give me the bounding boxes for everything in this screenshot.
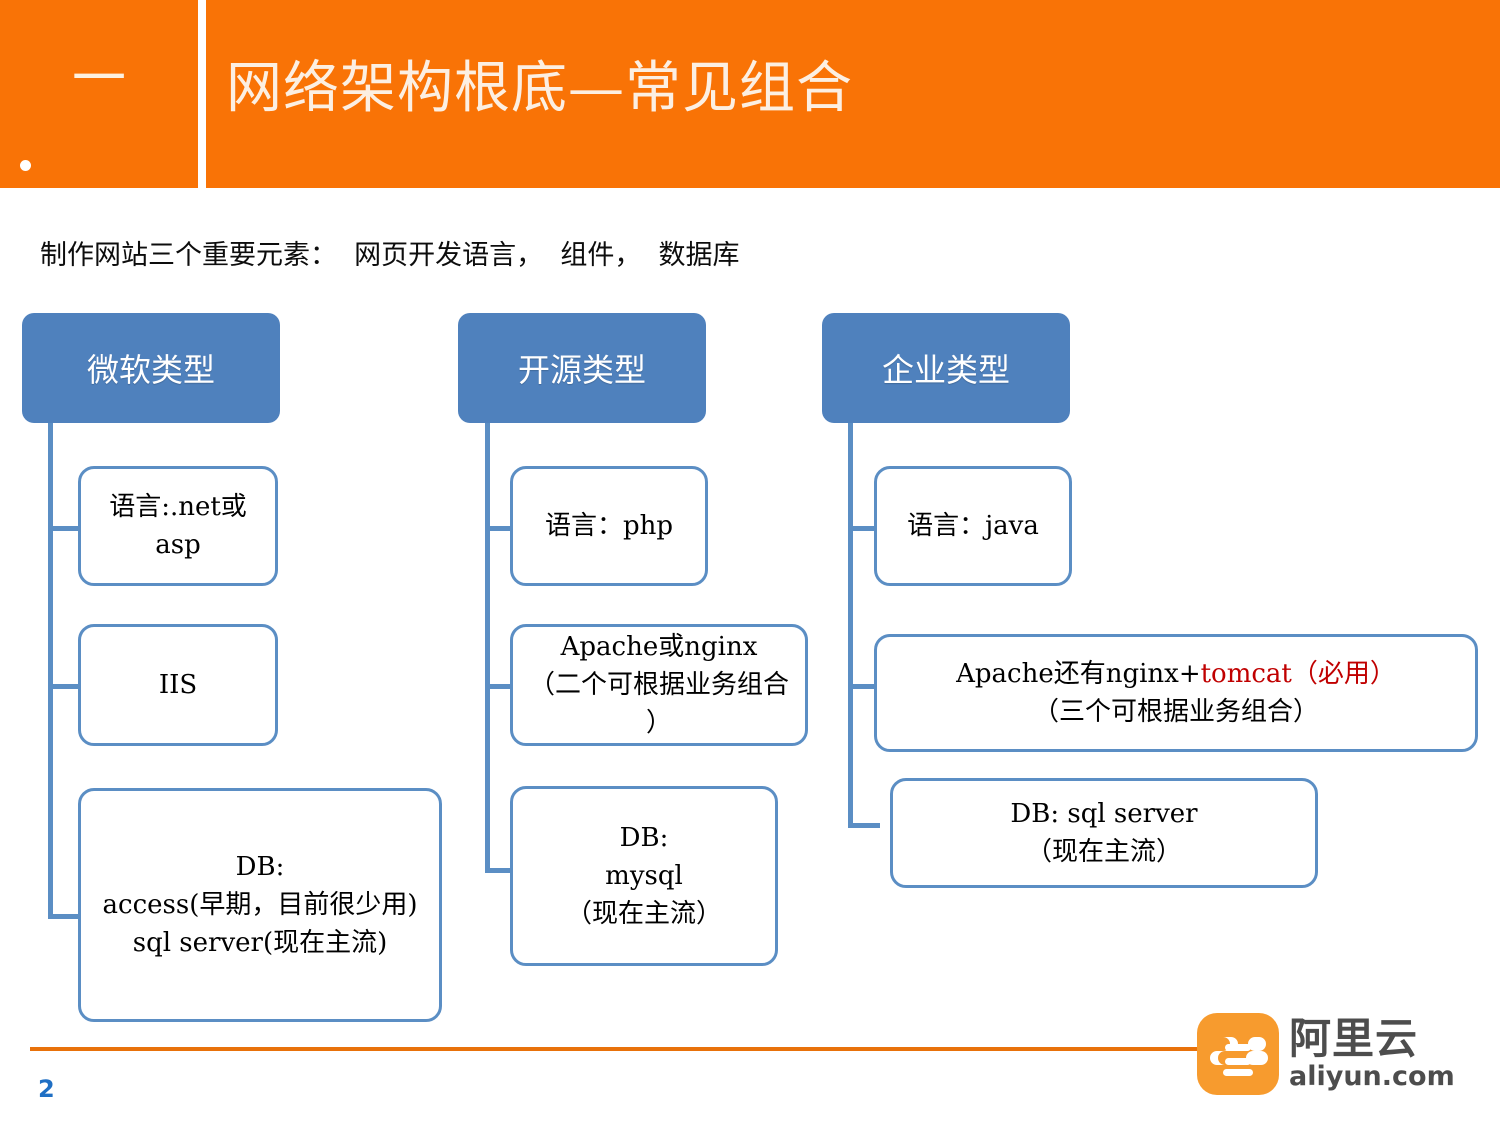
node-line: asp [155, 530, 201, 560]
node-line-rich: Apache还有nginx+tomcat（必用） [883, 655, 1469, 693]
connector-branch-col2-1 [485, 526, 517, 531]
node-line: ） [645, 708, 672, 738]
node-col3-webserver[interactable]: Apache还有nginx+tomcat（必用） （三个可根据业务组合） [874, 634, 1478, 752]
connector-branch-col3-3 [848, 823, 880, 828]
node-line: （现在主流） [1025, 837, 1182, 867]
node-line: IIS [158, 670, 198, 700]
column-header-microsoft[interactable]: 微软类型 [22, 313, 280, 423]
footer-rule [30, 1047, 1470, 1051]
node-line-plain: Apache还有nginx+ [956, 659, 1201, 689]
column-header-enterprise[interactable]: 企业类型 [822, 313, 1070, 423]
connector-branch-col1-1 [48, 526, 84, 531]
node-col1-database[interactable]: DB: access(早期，目前很少用) sql server(现在主流) [78, 788, 442, 1022]
node-line: sql server(现在主流) [132, 928, 388, 958]
node-col1-webserver[interactable]: IIS [78, 624, 278, 746]
aliyun-cloud-icon [1197, 1013, 1279, 1095]
page-title: 网络架构根底—常见组合 [226, 56, 853, 121]
node-col3-database[interactable]: DB: sql server （现在主流） [890, 778, 1318, 888]
bullet-dot-icon [20, 160, 31, 171]
aliyun-logo-en: aliyun.com [1289, 1061, 1455, 1092]
page-number: 2 [38, 1075, 55, 1103]
node-line: access(早期，目前很少用) [102, 890, 418, 920]
aliyun-logo-cn: 阿里云 [1289, 1014, 1419, 1063]
connector-branch-col3-2 [848, 684, 880, 689]
connector-branch-col3-1 [848, 526, 880, 531]
connector-branch-col1-2 [48, 684, 84, 689]
node-line: （现在主流） [565, 899, 722, 929]
node-line: 语言:.net或 [109, 492, 247, 522]
node-line: （三个可根据业务组合） [1032, 697, 1319, 727]
column-header-opensource[interactable]: 开源类型 [458, 313, 706, 423]
subtitle-text: 制作网站三个重要元素： 网页开发语言， 组件， 数据库 [40, 240, 740, 271]
node-line: （二个可根据业务组合 [528, 670, 789, 700]
header-title-block [206, 0, 1500, 188]
connector-branch-col1-3 [48, 914, 84, 919]
node-line: 语言：java [907, 511, 1039, 541]
node-col2-database[interactable]: DB: mysql （现在主流） [510, 786, 778, 966]
node-line: DB: [619, 823, 669, 853]
column-header-label: 微软类型 [86, 351, 215, 389]
node-line: 语言：php [544, 511, 674, 541]
connector-branch-col2-3 [485, 868, 517, 873]
aliyun-logo: 阿里云 aliyun.com [1197, 1008, 1487, 1100]
connector-trunk-col2 [485, 423, 490, 873]
node-line: mysql [605, 861, 683, 891]
aliyun-logo-text: 阿里云 aliyun.com [1289, 1014, 1455, 1092]
node-col2-webserver[interactable]: Apache或nginx （二个可根据业务组合 ） [510, 624, 808, 746]
node-line: DB: sql server [1010, 799, 1198, 829]
header-index-block [0, 0, 198, 188]
connector-branch-col2-2 [485, 684, 517, 689]
header-index-number: 一 [72, 47, 126, 110]
connector-trunk-col1 [48, 423, 53, 919]
node-col1-language[interactable]: 语言:.net或 asp [78, 466, 278, 586]
node-line: Apache或nginx [560, 632, 758, 662]
node-col2-language[interactable]: 语言：php [510, 466, 708, 586]
node-col3-language[interactable]: 语言：java [874, 466, 1072, 586]
connector-trunk-col3 [848, 423, 853, 828]
column-header-label: 企业类型 [881, 351, 1010, 389]
node-line-highlight: tomcat（必用） [1200, 659, 1396, 689]
column-header-label: 开源类型 [517, 351, 646, 389]
node-line: DB: [235, 852, 285, 882]
